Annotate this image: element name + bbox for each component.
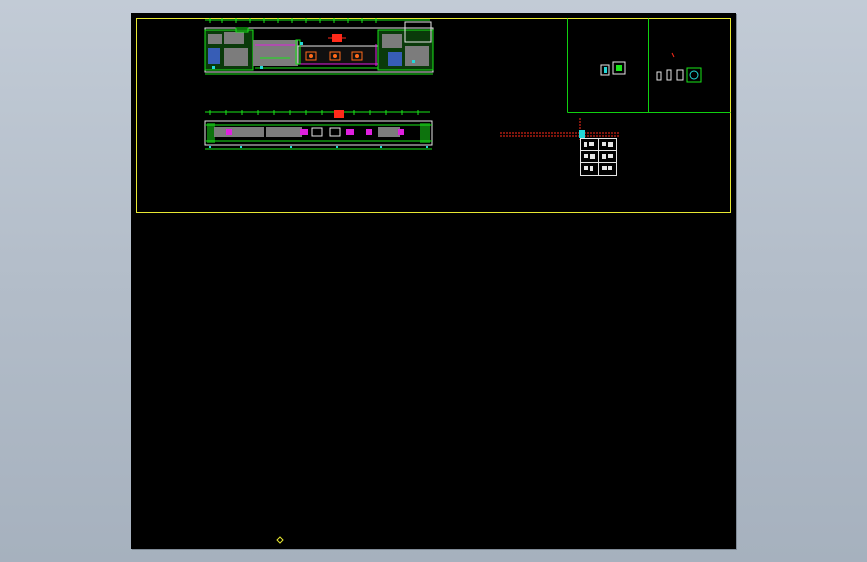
layout-paper [131, 13, 736, 549]
detail-drawing-b[interactable] [656, 52, 702, 83]
floor-plan-lower[interactable] [204, 110, 433, 150]
detail-drawing-a[interactable] [600, 61, 626, 76]
drawing-frame [136, 18, 731, 213]
section-axis [500, 118, 620, 140]
title-panels [567, 18, 731, 113]
diamond-icon [276, 536, 284, 544]
legend-table[interactable] [580, 138, 617, 176]
floor-plan-upper[interactable] [204, 18, 434, 75]
